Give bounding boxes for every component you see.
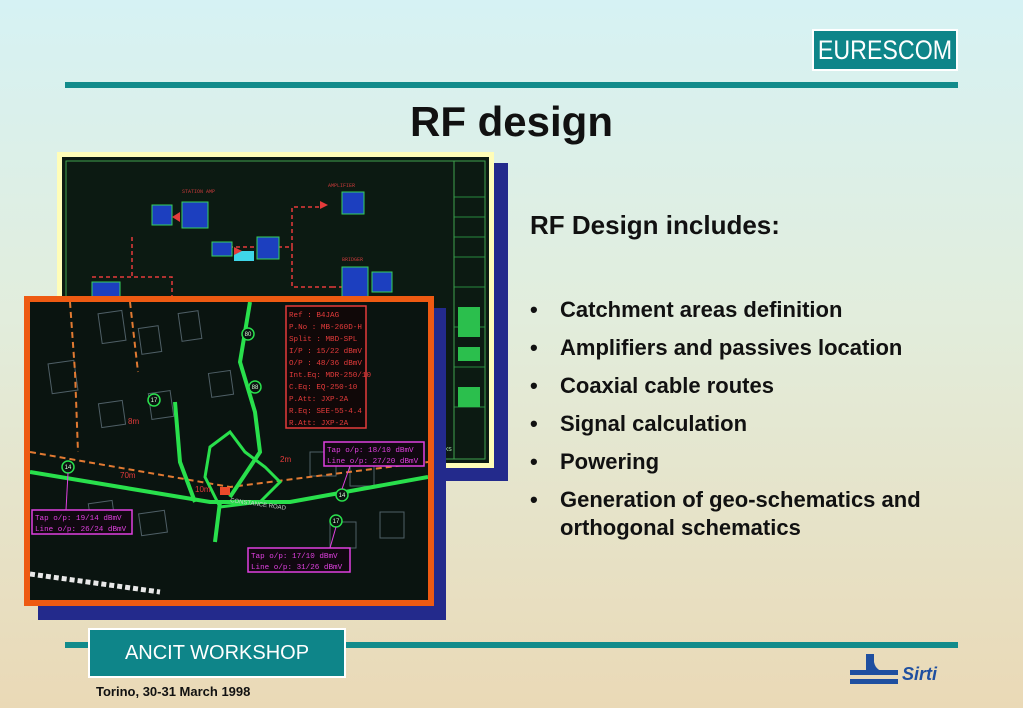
- bullet-icon: •: [530, 487, 538, 512]
- node-label: 17: [333, 519, 340, 525]
- logo-text: EURESCOM: [817, 34, 953, 65]
- geo-schematic-map-icon: 80 17 14 88 14 17 70m 10m 8m 2m CONSTANC…: [30, 302, 428, 600]
- bullet-list: • Catchment areas definition • Amplifiers …: [530, 296, 970, 552]
- sirti-logo-text: Sirti: [902, 664, 938, 684]
- bullet-text: Coaxial cable routes: [560, 373, 774, 398]
- callout-line: Tap o/p: 18/10 dBmV: [327, 447, 414, 455]
- bullet-icon: •: [530, 335, 538, 360]
- list-item: • Amplifiers and passives location: [530, 334, 970, 362]
- callout-line: P.No : MB-260D-H: [289, 324, 362, 332]
- distance-label: 8m: [128, 417, 139, 426]
- list-item: • Generation of geo-schematics and orthog…: [530, 486, 970, 542]
- node-label: 88: [252, 385, 259, 391]
- node-label: 17: [151, 398, 158, 404]
- list-item: • Catchment areas definition: [530, 296, 970, 324]
- distance-label: 70m: [120, 471, 136, 480]
- callout-line: Line o/p: 26/24 dBmV: [35, 526, 127, 534]
- top-divider: [65, 82, 958, 88]
- node-label: 14: [339, 493, 346, 499]
- callout-line: Split : MBD-SPL: [289, 336, 358, 344]
- eurescom-logo: EURESCOM: [812, 29, 958, 71]
- bullet-icon: •: [530, 449, 538, 474]
- bullet-text: Amplifiers and passives location: [560, 335, 903, 360]
- list-item: • Coaxial cable routes: [530, 372, 970, 400]
- bullet-text: Catchment areas definition: [560, 297, 843, 322]
- node-label: 14: [65, 465, 72, 471]
- callout-line: C.Eq: EQ-250-10: [289, 384, 358, 392]
- callout-line: Ref : B4JAG: [289, 312, 340, 320]
- distance-label: 2m: [280, 455, 291, 464]
- svg-text:AMPLIFIER: AMPLIFIER: [328, 183, 355, 189]
- bullet-text: Signal calculation: [560, 411, 748, 436]
- callout-line: R.Eq: SEE-55-4.4: [289, 408, 362, 416]
- workshop-badge: ANCIT WORKSHOP: [88, 628, 346, 678]
- bullet-text: Powering: [560, 449, 660, 474]
- callout-line: O/P : 48/36 dBmV: [289, 360, 362, 368]
- distance-label: 10m: [195, 485, 211, 494]
- callout-line: Tap o/p: 17/10 dBmV: [251, 553, 338, 561]
- geo-schematic-image: 80 17 14 88 14 17 70m 10m 8m 2m CONSTANC…: [24, 296, 434, 606]
- bullet-icon: •: [530, 373, 538, 398]
- svg-text:STATION AMP: STATION AMP: [182, 189, 215, 195]
- list-item: • Powering: [530, 448, 970, 476]
- footer-date: Torino, 30-31 March 1998: [96, 684, 251, 699]
- callout-line: Line o/p: 31/26 dBmV: [251, 564, 343, 572]
- callout-line: P.Att: JXP-2A: [289, 396, 349, 404]
- workshop-label: ANCIT WORKSHOP: [124, 641, 310, 664]
- bottom-divider: [65, 642, 958, 648]
- callout-line: Line o/p: 27/20 dBmV: [327, 458, 419, 466]
- svg-text:BRIDGER: BRIDGER: [342, 257, 363, 263]
- node-label: 80: [245, 332, 252, 338]
- page-title: RF design: [409, 98, 613, 145]
- bullet-icon: •: [530, 411, 538, 436]
- list-item: • Signal calculation: [530, 410, 970, 438]
- bullet-icon: •: [530, 297, 538, 322]
- callout-line: I/P : 15/22 dBmV: [289, 348, 362, 356]
- callout-line: Tap o/p: 19/14 dBmV: [35, 515, 122, 523]
- bullet-text: Generation of geo-schematics and orthogo…: [560, 487, 921, 540]
- subheading: RF Design includes:: [530, 210, 780, 240]
- sirti-logo-icon: [850, 654, 898, 684]
- callout-line: R.Att: JXP-2A: [289, 420, 349, 428]
- callout-line: Int.Eq: MDR-250/10: [289, 372, 371, 380]
